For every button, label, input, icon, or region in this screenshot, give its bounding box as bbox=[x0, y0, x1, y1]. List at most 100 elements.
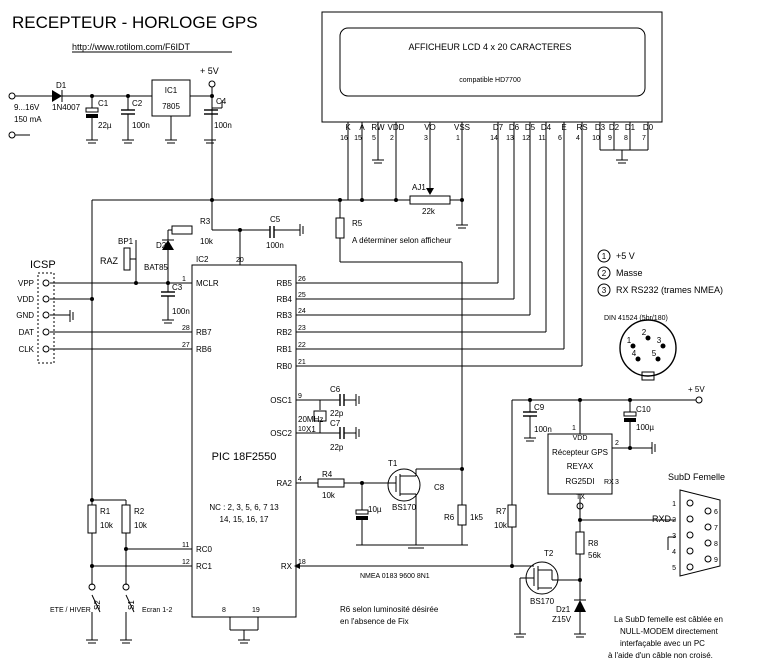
nmea-label: NMEA 0183 9600 8N1 bbox=[360, 573, 430, 580]
lcd-pin-num-vo: 3 bbox=[424, 135, 428, 142]
c4-value: 100n bbox=[214, 121, 232, 130]
din-title: DIN 41524 (5br/180) bbox=[604, 315, 668, 322]
icsp-label-vpp: VPP bbox=[18, 279, 34, 288]
d2-name: D2 bbox=[156, 241, 167, 250]
din-legend-text-2: Masse bbox=[616, 268, 643, 278]
s1-label: Ecran 1-2 bbox=[142, 607, 172, 614]
lcd-pin-d2: D2 bbox=[609, 123, 620, 132]
gps-model: RG25DI bbox=[566, 477, 595, 486]
pic-pin-osc2: OSC2 bbox=[270, 429, 292, 438]
pic-pin-num-26: 26 bbox=[298, 276, 306, 283]
lcd-pin-d6: D6 bbox=[509, 123, 520, 132]
d1-name: D1 bbox=[56, 81, 67, 90]
c7-value: 22p bbox=[330, 443, 344, 452]
pic-nc-line1: NC : 2, 3, 5, 6, 7 13 bbox=[209, 503, 279, 512]
pic-pin-num-23: 23 bbox=[298, 325, 306, 332]
gps-rx-label: RX bbox=[604, 479, 614, 486]
c8-name: C8 bbox=[434, 483, 445, 492]
pic-pin-rb1: RB1 bbox=[276, 345, 292, 354]
t1-name: T1 bbox=[388, 459, 398, 468]
pic-pin-num-22: 22 bbox=[298, 342, 306, 349]
pic-pin-num-9: 9 bbox=[298, 393, 302, 400]
c3-value: 100n bbox=[172, 307, 190, 316]
din-pin-num-3: 3 bbox=[657, 336, 662, 345]
pic-pin-rx: RX bbox=[281, 562, 293, 571]
lcd-pin-d5: D5 bbox=[525, 123, 536, 132]
top-wiring: AJ1 22k R5 A déterminer selon afficheur bbox=[91, 145, 649, 500]
r2-name: R2 bbox=[134, 507, 145, 516]
din-pin-num-5: 5 bbox=[652, 349, 657, 358]
din-pin-1 bbox=[630, 343, 636, 349]
r6-value: 1k5 bbox=[470, 513, 483, 522]
ic1-part: 7805 bbox=[162, 102, 180, 111]
gps-brand: REYAX bbox=[567, 462, 594, 471]
din-pin-3 bbox=[660, 343, 666, 349]
pic-pin-mclr: MCLR bbox=[196, 279, 219, 288]
pic-pin-rc0: RC0 bbox=[196, 545, 213, 554]
t2-name: T2 bbox=[544, 549, 554, 558]
pic-pin-num-4: 4 bbox=[298, 476, 302, 483]
icsp-label-dat: DAT bbox=[19, 328, 35, 337]
pic-nc-line2: 14, 15, 16, 17 bbox=[220, 515, 269, 524]
c7-name: C7 bbox=[330, 419, 341, 428]
pic-pin-rb3: RB3 bbox=[276, 311, 292, 320]
subd-pin-8 bbox=[704, 539, 712, 547]
icsp-label-clk: CLK bbox=[18, 345, 34, 354]
lcd-pin-d1: D1 bbox=[625, 123, 636, 132]
lcd-pin-num-d3: 10 bbox=[592, 135, 600, 142]
c3-name: C3 bbox=[172, 283, 183, 292]
x1-name: X1 bbox=[306, 425, 316, 434]
lcd-pin-d4: D4 bbox=[541, 123, 552, 132]
subd-pin-num-8: 8 bbox=[714, 541, 718, 548]
raz-label: RAZ bbox=[100, 256, 119, 266]
subd-pin-num-4: 4 bbox=[672, 549, 676, 556]
source-url[interactable]: http://www.rotilom.com/F6IDT bbox=[72, 42, 191, 52]
c5-value: 100n bbox=[266, 241, 284, 250]
r3-name: R3 bbox=[200, 217, 211, 226]
lcd-pin-vss: VSS bbox=[454, 123, 470, 132]
s2-label: ETE / HIVER bbox=[50, 607, 91, 614]
r6-note-line1: R6 selon luminosité désirée bbox=[340, 605, 439, 614]
r1-value: 10k bbox=[100, 521, 114, 530]
input-voltage: 9...16V bbox=[14, 103, 40, 112]
subd-pin-num-1: 1 bbox=[672, 501, 676, 508]
lcd-pin-num-d5: 12 bbox=[522, 135, 530, 142]
lcd-pin-rw: RW bbox=[371, 123, 385, 132]
pic-bottom-pin-8: 8 bbox=[222, 607, 226, 614]
din-pin-num-2: 2 bbox=[642, 328, 647, 337]
din-pin-num-1: 1 bbox=[627, 336, 632, 345]
pic-name: IC2 bbox=[196, 255, 209, 264]
lcd-pin-num-d0: 7 bbox=[642, 135, 646, 142]
lcd-pin-num-d4: 11 bbox=[538, 135, 545, 142]
icsp-pin-dat bbox=[42, 328, 50, 336]
pic-chip: IC2 PIC 18F2550 NC : 2, 3, 5, 6, 7 13 14… bbox=[182, 255, 306, 644]
pic-pin-num-18: 18 bbox=[298, 559, 306, 566]
din-pin-5 bbox=[655, 356, 661, 362]
c6-value: 22p bbox=[330, 409, 344, 418]
din-legend-text-1: +5 V bbox=[616, 251, 635, 261]
icsp-label-gnd: GND bbox=[16, 311, 34, 320]
t2-part: BS170 bbox=[530, 597, 555, 606]
lcd-pin-d7: D7 bbox=[493, 123, 504, 132]
gps-pin3: 3 bbox=[615, 479, 619, 486]
din-pin-2 bbox=[645, 335, 651, 341]
pic-pin-num-1: 1 bbox=[182, 276, 186, 283]
pic-pin-rc1: RC1 bbox=[196, 562, 213, 571]
r4-name: R4 bbox=[322, 470, 333, 479]
r2-value: 10k bbox=[134, 521, 148, 530]
icsp-pin-clk bbox=[42, 345, 50, 353]
plus5v-label: + 5V bbox=[200, 66, 219, 76]
gps-title: Récepteur GPS bbox=[552, 448, 608, 457]
subd-pin-num-9: 9 bbox=[714, 557, 718, 564]
c4-name: C4 bbox=[216, 97, 227, 106]
din-legend-num-1: 1 bbox=[602, 252, 607, 261]
bp1-name: BP1 bbox=[118, 237, 134, 246]
c9-name: C9 bbox=[534, 403, 545, 412]
dz1-value: Z15V bbox=[552, 615, 572, 624]
lcd-pin-num-d2: 9 bbox=[608, 135, 612, 142]
din-legend-circle-3 bbox=[597, 283, 611, 297]
icsp-title: ICSP bbox=[30, 259, 56, 271]
